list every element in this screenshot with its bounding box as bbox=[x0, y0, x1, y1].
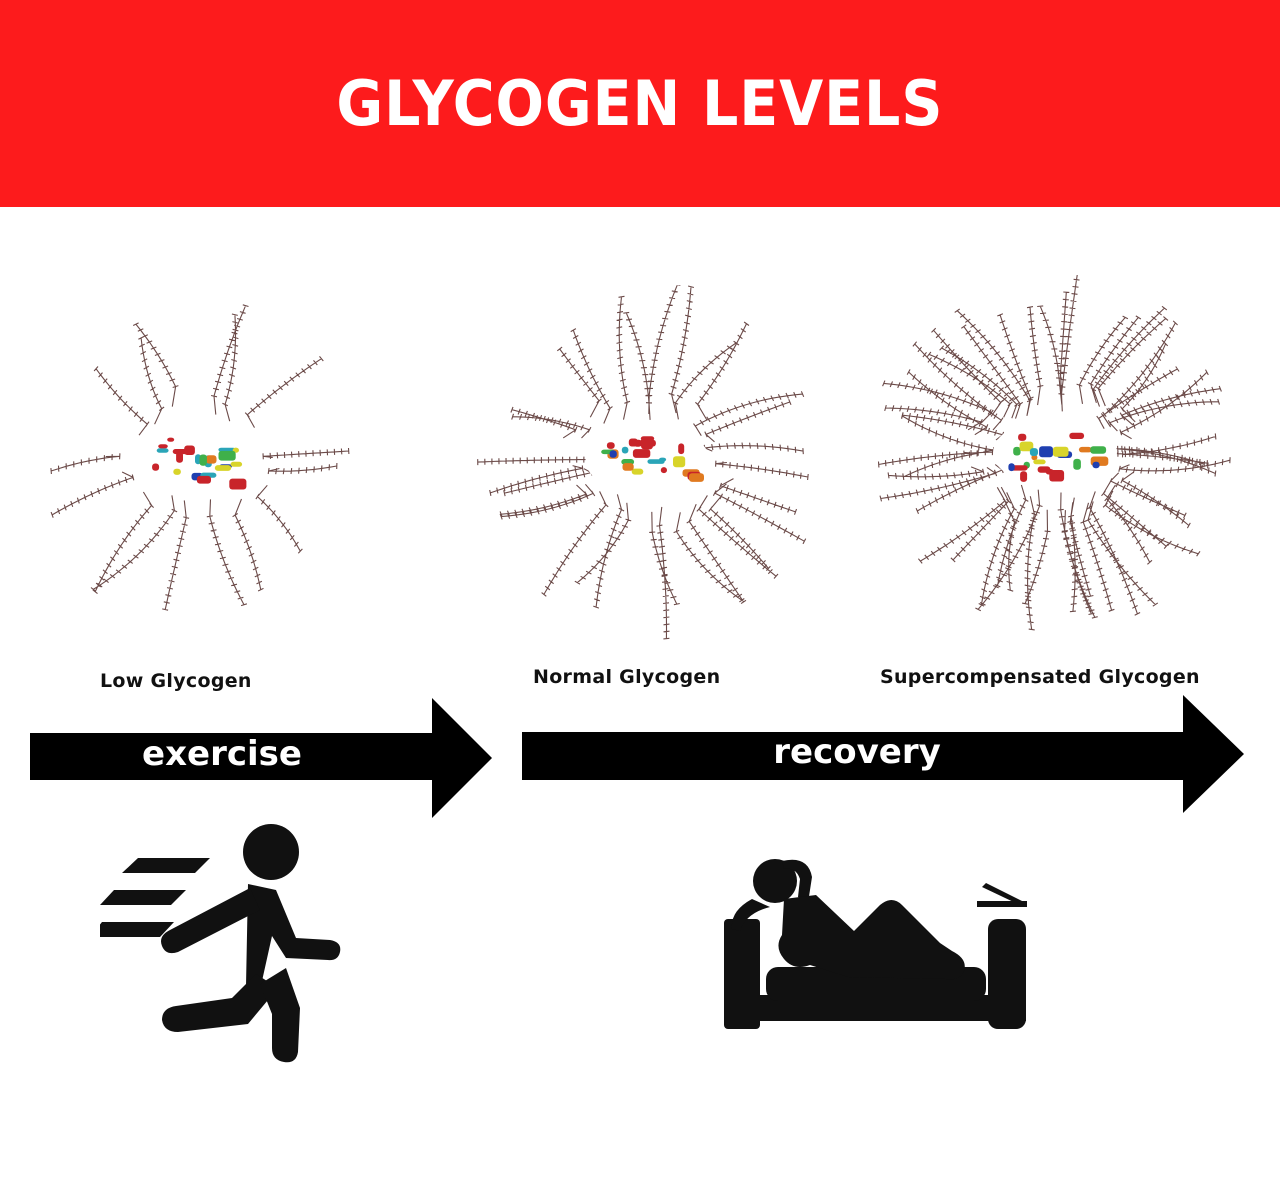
exercise-label: exercise bbox=[142, 734, 302, 774]
glycogen-molecule-icon bbox=[877, 275, 1231, 631]
low-glycogen-molecule bbox=[20, 290, 380, 650]
supercompensated-glycogen-molecule bbox=[865, 275, 1245, 650]
supercompensated-glycogen-label: Supercompensated Glycogen bbox=[880, 666, 1200, 688]
low-glycogen-label: Low Glycogen bbox=[100, 670, 252, 692]
normal-glycogen-molecule bbox=[465, 285, 830, 655]
recovery-arrow: recovery bbox=[522, 695, 1244, 815]
person-resting-on-couch-icon bbox=[722, 855, 1028, 1031]
arrow-right-icon bbox=[30, 698, 492, 818]
glycogen-molecule-icon bbox=[477, 285, 809, 640]
normal-glycogen-label: Normal Glycogen bbox=[533, 666, 721, 688]
exercise-arrow: exercise bbox=[30, 698, 492, 818]
page-title: GLYCOGEN LEVELS bbox=[336, 66, 944, 140]
recovery-label: recovery bbox=[773, 732, 941, 772]
arrow-right-icon bbox=[522, 695, 1244, 813]
running-person-icon bbox=[90, 818, 350, 1063]
title-banner: GLYCOGEN LEVELS bbox=[0, 0, 1280, 207]
glycogen-molecule-icon bbox=[50, 304, 350, 611]
